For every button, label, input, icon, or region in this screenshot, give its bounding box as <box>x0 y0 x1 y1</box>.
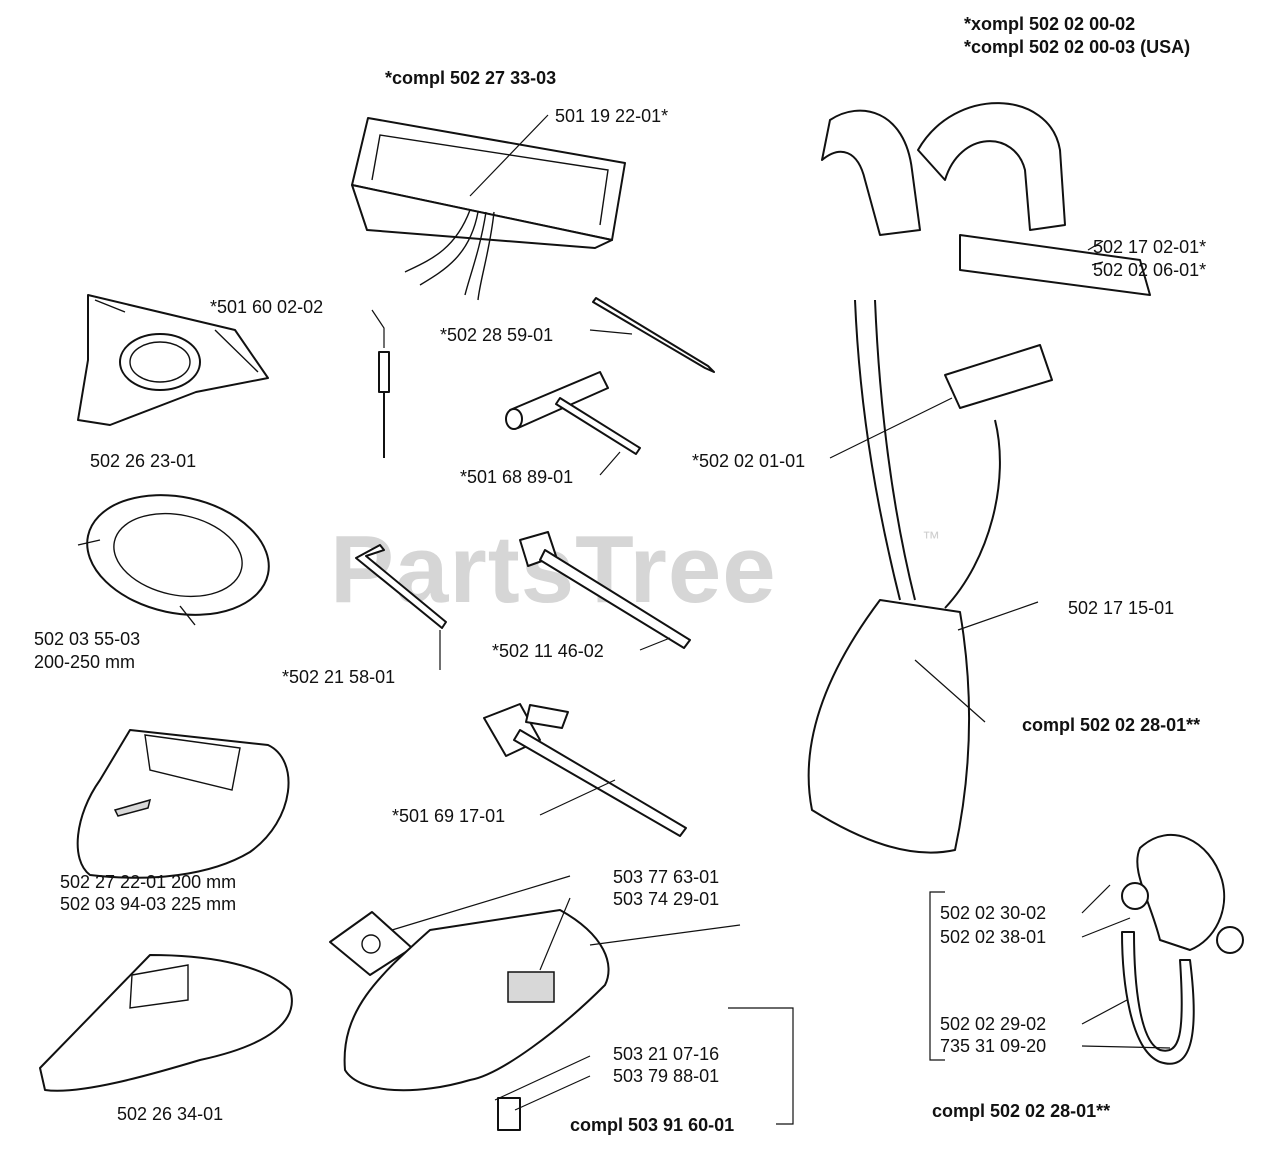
socket-wrench-drawing <box>519 531 691 649</box>
label-socket-wrench: *502 11 46-02 <box>492 641 604 661</box>
label-hub: 502 26 23-01 <box>90 451 197 471</box>
label-hook-kit: compl 502 02 28-01** <box>932 1101 1111 1121</box>
hook-kit-drawing <box>929 833 1244 1065</box>
label-guard-kit-d: 503 79 88-01 <box>613 1066 720 1086</box>
label-hex-key: *502 21 58-01 <box>282 667 396 687</box>
ring-drawing <box>77 494 270 626</box>
label-combi-wrench: *501 69 17-01 <box>392 806 506 826</box>
heading-harness-kit-2: *compl 502 02 00-03 (USA) <box>964 37 1191 57</box>
file-drawing <box>592 297 715 373</box>
label-shield: 502 26 34-01 <box>117 1104 224 1124</box>
hex-key-drawing <box>355 544 447 670</box>
label-harness-b: 502 02 06-01* <box>1093 260 1207 280</box>
watermark: PartsTree <box>330 516 777 623</box>
label-t-wrench: *501 68 89-01 <box>460 467 574 487</box>
label-bag: 501 19 22-01* <box>555 106 669 126</box>
label-ring: 502 03 55-03 <box>34 629 141 649</box>
hub-drawing <box>77 294 269 426</box>
guard-kit-drawing <box>329 875 794 1131</box>
label-guard-kit: compl 503 91 60-01 <box>570 1115 735 1135</box>
label-hook-c: 502 02 29-02 <box>940 1014 1047 1034</box>
shield-drawing <box>39 954 293 1092</box>
label-ring-size: 200-250 mm <box>34 652 136 672</box>
harness-drawing <box>807 102 1151 854</box>
label-pin: *501 60 02-02 <box>210 297 324 317</box>
label-hip-pad-kit: compl 502 02 28-01** <box>1022 715 1201 735</box>
heading-bag-kit: *compl 502 27 33-03 <box>385 68 557 88</box>
label-guard-2: 502 03 94-03 225 mm <box>60 894 237 914</box>
label-guard-1: 502 27 22-01 200 mm <box>60 872 237 892</box>
label-file: *502 28 59-01 <box>440 325 554 345</box>
label-harness-c: *502 02 01-01 <box>692 451 806 471</box>
label-guard-kit-a: 503 77 63-01 <box>613 867 720 887</box>
combi-wrench-drawing <box>483 703 687 837</box>
label-guard-kit-b: 503 74 29-01 <box>613 889 720 909</box>
label-hook-d: 735 31 09-20 <box>940 1036 1047 1056</box>
label-hip-pad: 502 17 15-01 <box>1068 598 1175 618</box>
label-hook-a: 502 02 30-02 <box>940 903 1047 923</box>
tool-bag-drawing <box>351 117 626 301</box>
guard-drawing <box>76 729 290 879</box>
label-harness-a: 502 17 02-01* <box>1093 237 1207 257</box>
trademark-symbol: ™ <box>922 528 940 548</box>
label-hook-b: 502 02 38-01 <box>940 927 1047 947</box>
label-guard-kit-c: 503 21 07-16 <box>613 1044 720 1064</box>
pin-drawing <box>371 309 390 458</box>
heading-harness-kit-1: *xompl 502 02 00-02 <box>964 14 1136 34</box>
t-wrench-drawing <box>505 371 641 455</box>
